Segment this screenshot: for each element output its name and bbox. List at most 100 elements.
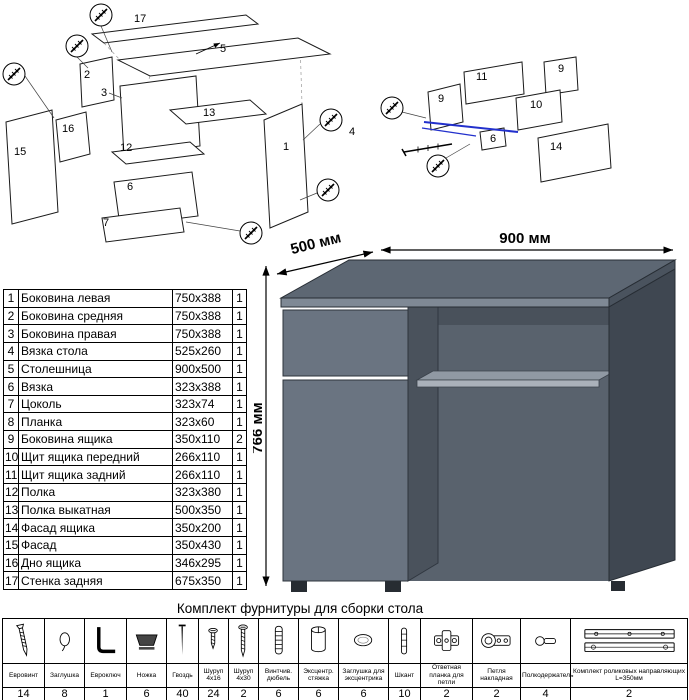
part-name: Боковина правая [18, 324, 173, 343]
part-number: 5 [3, 359, 19, 379]
part-number: 17 [3, 571, 19, 590]
hardware-item-name: Полкодержатель [520, 663, 573, 688]
pedestal-inner-side [407, 289, 439, 582]
parts-table-row: 11 Щит ящика задний 266x110 1 [3, 465, 247, 485]
part-size: 323x388 [172, 377, 233, 396]
part-qty: 1 [232, 483, 247, 502]
hardware-item-qty: 10 [388, 686, 421, 700]
part-label: 6 [127, 181, 133, 193]
hardware-icons-row [2, 618, 688, 664]
part-label: 11 [476, 71, 487, 83]
part-name: Цоколь [18, 394, 173, 414]
part-label: 14 [550, 141, 562, 153]
hardware-icon-cell [126, 618, 167, 664]
part-label: 9 [558, 63, 564, 75]
screw-short-icon [208, 627, 219, 650]
hardware-item-qty: 6 [298, 686, 339, 700]
part-qty: 1 [232, 306, 247, 326]
parts-table-row: 13 Полка выкатная 500x350 1 [3, 500, 247, 520]
part-size: 525x260 [172, 341, 233, 361]
hardware-icon-cell [420, 618, 473, 664]
hardware-item-name: Заглушка для эксцентрика [338, 663, 389, 688]
parts-table-row: 12 Полка 323x380 1 [3, 483, 247, 502]
part-label: 12 [120, 142, 132, 154]
part-size: 900x500 [172, 359, 233, 379]
part-label: 5 [220, 43, 226, 55]
part-size: 323x74 [172, 394, 233, 414]
screw-callout-icon [426, 154, 450, 178]
hardware-icon-cell [228, 618, 259, 664]
part-number: 15 [3, 535, 19, 555]
part-name: Полка выкатная [18, 500, 173, 520]
part-size: 346x295 [172, 553, 233, 573]
hardware-item-name: Ответная планка для петли [420, 663, 473, 688]
part-number: 12 [3, 483, 19, 502]
part-number: 10 [3, 447, 19, 467]
cap-icon [59, 632, 70, 652]
part-qty: 1 [232, 341, 247, 361]
part-name: Боковина средняя [18, 306, 173, 326]
hardware-item-name: Комплект роликовых направляющих L=350мм [570, 663, 688, 688]
hardware-icon-cell [298, 618, 339, 664]
exploded-main-panels [5, 14, 332, 243]
hardware-icon-cell [570, 618, 688, 664]
keyboard-tray-top [415, 370, 617, 381]
hardware-icon-cell [84, 618, 127, 664]
part-qty: 1 [232, 289, 247, 308]
part-name: Стенка задняя [18, 571, 173, 590]
part-labels: 11 9 9 10 6 14 [438, 63, 564, 153]
part-number: 1 [3, 289, 19, 308]
hardware-item-qty: 14 [2, 686, 45, 700]
desk-top-front-edge [280, 297, 610, 308]
parts-table-row: 15 Фасад 350x430 1 [3, 535, 247, 555]
depth-dimension-label: 500 мм [289, 230, 343, 258]
parts-table-row: 4 Вязка стола 525x260 1 [3, 341, 247, 361]
part-name: Планка [18, 412, 173, 432]
parts-table-row: 14 Фасад ящика 350x200 1 [3, 518, 247, 537]
hardware-item-name: Петля накладная [472, 663, 521, 688]
leader-lines [24, 25, 321, 232]
desk-foot [291, 581, 307, 592]
assembly-direction-arrow [195, 42, 221, 55]
wood-dowel-icon [401, 627, 408, 655]
hardware-kit-title: Комплект фурнитуры для сборки стола [176, 601, 424, 616]
roller-guide-highlight [421, 121, 519, 137]
dowel-screw-icon [274, 625, 283, 655]
exploded-diagram-main: 17 5 2 3 13 12 6 7 15 16 1 4 [2, 3, 355, 245]
door-front [282, 379, 409, 582]
hardware-item-name: Шуруп 4x16 [198, 663, 229, 688]
part-qty: 1 [232, 535, 247, 555]
screw-callout-icon [2, 62, 26, 86]
part-name: Щит ящика передний [18, 447, 173, 467]
part-size: 675x350 [172, 571, 233, 590]
part-number: 13 [3, 500, 19, 520]
part-qty: 1 [232, 500, 247, 520]
part-size: 350x110 [172, 430, 233, 449]
part-name: Фасад ящика [18, 518, 173, 537]
drawer-front [282, 309, 409, 377]
hardware-item-qty: 2 [420, 686, 473, 700]
part-label: 15 [14, 146, 26, 158]
depth-dimension-arrow [276, 250, 374, 276]
part-name: Боковина левая [18, 289, 173, 308]
hardware-icon-cell [44, 618, 85, 664]
part-label: 4 [349, 126, 355, 138]
part-label: 10 [530, 99, 542, 111]
part-name: Полка [18, 483, 173, 502]
parts-table-row: 17 Стенка задняя 675x350 1 [3, 571, 247, 590]
parts-table: 1 Боковина левая 750x388 1 2 Боковина ср… [3, 289, 247, 590]
leader-lines [401, 111, 471, 159]
part-number: 3 [3, 324, 19, 343]
part-qty: 1 [232, 465, 247, 485]
desk-top [279, 259, 677, 299]
hardware-item-qty: 6 [338, 686, 389, 700]
part-name: Вязка [18, 377, 173, 396]
part-name: Дно ящика [18, 553, 173, 573]
part-size: 323x380 [172, 483, 233, 502]
part-qty: 1 [232, 571, 247, 590]
keyboard-tray-edge [416, 379, 600, 388]
desk-body [279, 259, 677, 592]
part-label: 9 [438, 93, 444, 105]
hinge-icon [481, 633, 511, 648]
part-size: 350x200 [172, 518, 233, 537]
